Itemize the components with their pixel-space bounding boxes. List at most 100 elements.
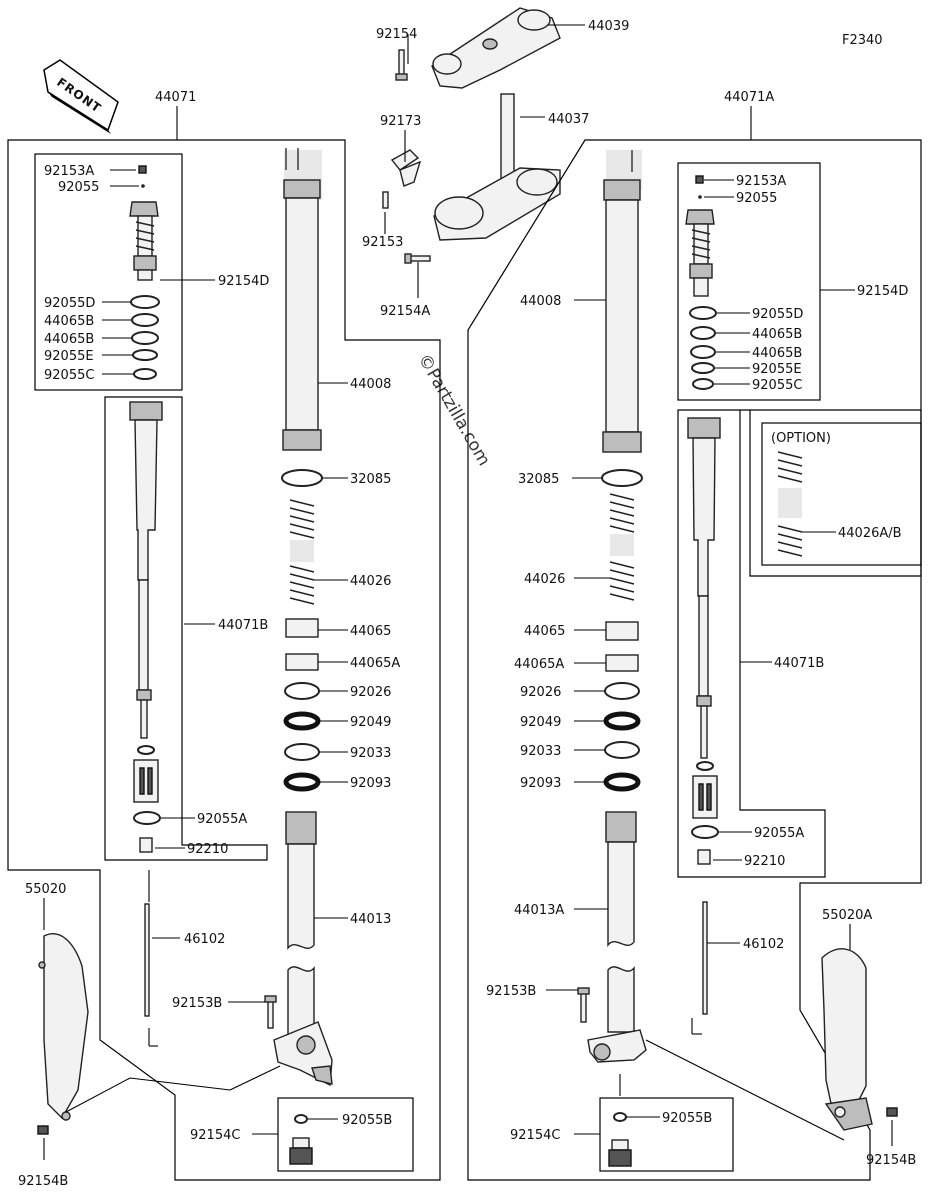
bolt-92154: [395, 49, 408, 81]
left-outer-tube: [282, 148, 322, 451]
left-cap-parts: [129, 165, 160, 380]
left-cartridge-parts: [129, 401, 163, 853]
right-bolt-92154B: [886, 1107, 898, 1117]
label-44026-left: 44026: [350, 574, 391, 589]
right-option-box: [740, 409, 922, 577]
right-spring-44026: [609, 493, 635, 601]
label-44071: 44071: [155, 90, 196, 105]
left-ring-32085: [281, 469, 323, 487]
label-92153B-left: 92153B: [172, 996, 222, 1011]
left-inner-tube: [273, 811, 333, 1087]
label-92055C: 92055C: [44, 368, 94, 383]
left-seal-92049: [283, 711, 321, 731]
label-44037: 44037: [548, 112, 589, 127]
left-dust-seal-92093: [283, 772, 321, 792]
option-spring-44026AB: [777, 451, 803, 557]
label-92154: 92154: [376, 27, 417, 42]
right-outer-tube: [602, 150, 642, 453]
front-arrow-icon: FRONT: [43, 59, 119, 134]
left-bushing-44065A: [285, 653, 319, 671]
label-44013A-right: 44013A: [514, 903, 564, 918]
label-92055E-right: 92055E: [752, 362, 802, 377]
right-cap-box: [677, 162, 821, 401]
label-92154B-left: 92154B: [18, 1174, 68, 1189]
clamp-92173: [390, 149, 422, 187]
label-44065B-right-1: 44065B: [752, 327, 802, 342]
label-44039: 44039: [588, 19, 629, 34]
bolt-92153: [382, 191, 389, 209]
label-44065-right: 44065: [524, 624, 565, 639]
label-55020: 55020: [25, 882, 66, 897]
label-55020A: 55020A: [822, 908, 872, 923]
right-cap-parts: [685, 175, 717, 390]
label-92154A: 92154A: [380, 304, 430, 319]
right-cartridge-box: [677, 409, 826, 878]
watermark: ©Partzilla.com: [414, 351, 494, 470]
left-cartridge-box: [104, 396, 268, 861]
label-44071A: 44071A: [724, 90, 774, 105]
right-cartridge-parts: [687, 417, 721, 865]
label-92153A-right: 92153A: [736, 174, 786, 189]
label-44071B-right: 44071B: [774, 656, 824, 671]
label-92154C-right: 92154C: [510, 1128, 560, 1143]
label-92055D: 92055D: [44, 296, 95, 311]
label-92026-right: 92026: [520, 685, 561, 700]
label-92055: 92055: [58, 180, 99, 195]
left-rod-46102: [144, 903, 150, 1017]
label-44026-right: 44026: [524, 572, 565, 587]
bolt-92154A: [404, 253, 431, 264]
label-92049-right: 92049: [520, 715, 561, 730]
label-92210-right: 92210: [744, 854, 785, 869]
label-92154B-right: 92154B: [866, 1153, 916, 1168]
right-clip-92033: [604, 741, 640, 759]
label-92093-right: 92093: [520, 776, 561, 791]
label-92093-left: 92093: [350, 776, 391, 791]
label-92033-left: 92033: [350, 746, 391, 761]
label-92055C-right: 92055C: [752, 378, 802, 393]
left-bolt-92153B: [264, 995, 277, 1029]
label-92173: 92173: [380, 114, 421, 129]
right-dust-seal-92093: [603, 772, 641, 792]
label-92154C-left: 92154C: [190, 1128, 240, 1143]
left-bottom-bolt-parts: [289, 1114, 313, 1165]
left-bolt-92154B: [37, 1125, 49, 1135]
label-92055E: 92055E: [44, 349, 94, 364]
label-option: (OPTION): [771, 431, 831, 446]
label-44065B-2: 44065B: [44, 332, 94, 347]
left-bushing-44065: [285, 618, 319, 638]
right-seal-92049: [603, 711, 641, 731]
left-washer-92026: [284, 682, 320, 700]
right-ring-32085: [601, 469, 643, 487]
upper-bracket: [431, 7, 561, 89]
label-92153B-right: 92153B: [486, 984, 536, 999]
label-44026AB: 44026A/B: [838, 526, 902, 541]
label-92153A: 92153A: [44, 164, 94, 179]
label-46102-right: 46102: [743, 937, 784, 952]
label-92055D-right: 92055D: [752, 307, 803, 322]
left-clip-92033: [284, 743, 320, 761]
label-44065-left: 44065: [350, 624, 391, 639]
label-44071B: 44071B: [218, 618, 268, 633]
right-option-inner-box: [761, 422, 922, 566]
right-inner-tube: [587, 811, 647, 1063]
label-44008-right: 44008: [520, 294, 561, 309]
label-32085-right: 32085: [518, 472, 559, 487]
label-44065A-left: 44065A: [350, 656, 400, 671]
label-92055B-right: 92055B: [662, 1111, 712, 1126]
label-92210: 92210: [187, 842, 228, 857]
label-92026-left: 92026: [350, 685, 391, 700]
label-92055-right: 92055: [736, 191, 777, 206]
label-46102-left: 46102: [184, 932, 225, 947]
left-cap-box: [34, 153, 183, 391]
left-spring-44026: [289, 499, 315, 605]
label-44065B-1: 44065B: [44, 314, 94, 329]
steering-stem: [433, 93, 561, 241]
right-bushing-44065A: [605, 654, 639, 672]
label-44008-left: 44008: [350, 377, 391, 392]
label-92055A-right: 92055A: [754, 826, 804, 841]
label-92033-right: 92033: [520, 744, 561, 759]
right-bushing-44065: [605, 621, 639, 641]
label-44065B-right-2: 44065B: [752, 346, 802, 361]
diagram-code: F2340: [842, 33, 883, 48]
